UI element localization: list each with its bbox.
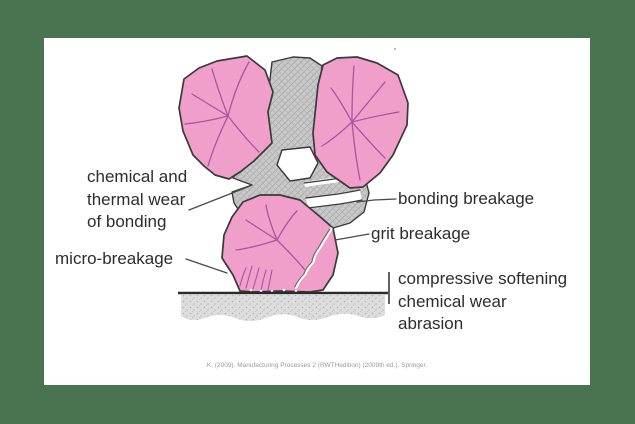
leader-grit-breakage xyxy=(334,233,370,241)
grain-top-left xyxy=(178,55,274,180)
leader-micro-breakage xyxy=(185,258,228,274)
label-line: of bonding xyxy=(87,212,167,231)
contact-debris-dots xyxy=(249,288,298,293)
leader-chemical-thermal xyxy=(188,185,251,211)
label-chemical-thermal-wear: chemical and thermal wear of bonding xyxy=(87,166,187,234)
workpiece-material xyxy=(181,295,385,321)
label-line: chemical wear xyxy=(398,291,507,311)
grain-top-right xyxy=(312,56,409,189)
label-line: compressive softening xyxy=(398,269,568,288)
micro-breakage-lines xyxy=(239,265,273,291)
grain-top-left-veins xyxy=(184,61,260,167)
label-line: thermal wear xyxy=(87,189,186,209)
bond-crack-line-top xyxy=(305,189,361,199)
grain-top-right-veins xyxy=(321,65,400,181)
label-micro-breakage: micro-breakage xyxy=(55,249,174,268)
bond-crack-gap xyxy=(306,190,362,209)
label-line: chemical and xyxy=(87,167,188,186)
label-line: abrasion xyxy=(398,314,464,333)
label-surface-effects: compressive softening chemical wear abra… xyxy=(398,268,567,336)
label-grit-breakage: grit breakage xyxy=(371,224,471,243)
grit-crack xyxy=(294,227,333,289)
grain-bottom-veins xyxy=(235,204,306,271)
citation-text: K. (2009). Manufacturing Processes 2 (RW… xyxy=(206,362,428,369)
bond-crack-line-bottom xyxy=(307,199,363,209)
print-speck xyxy=(394,48,396,50)
leader-bonding-breakage xyxy=(356,198,397,203)
label-bonding-breakage: bonding breakage xyxy=(398,189,535,208)
